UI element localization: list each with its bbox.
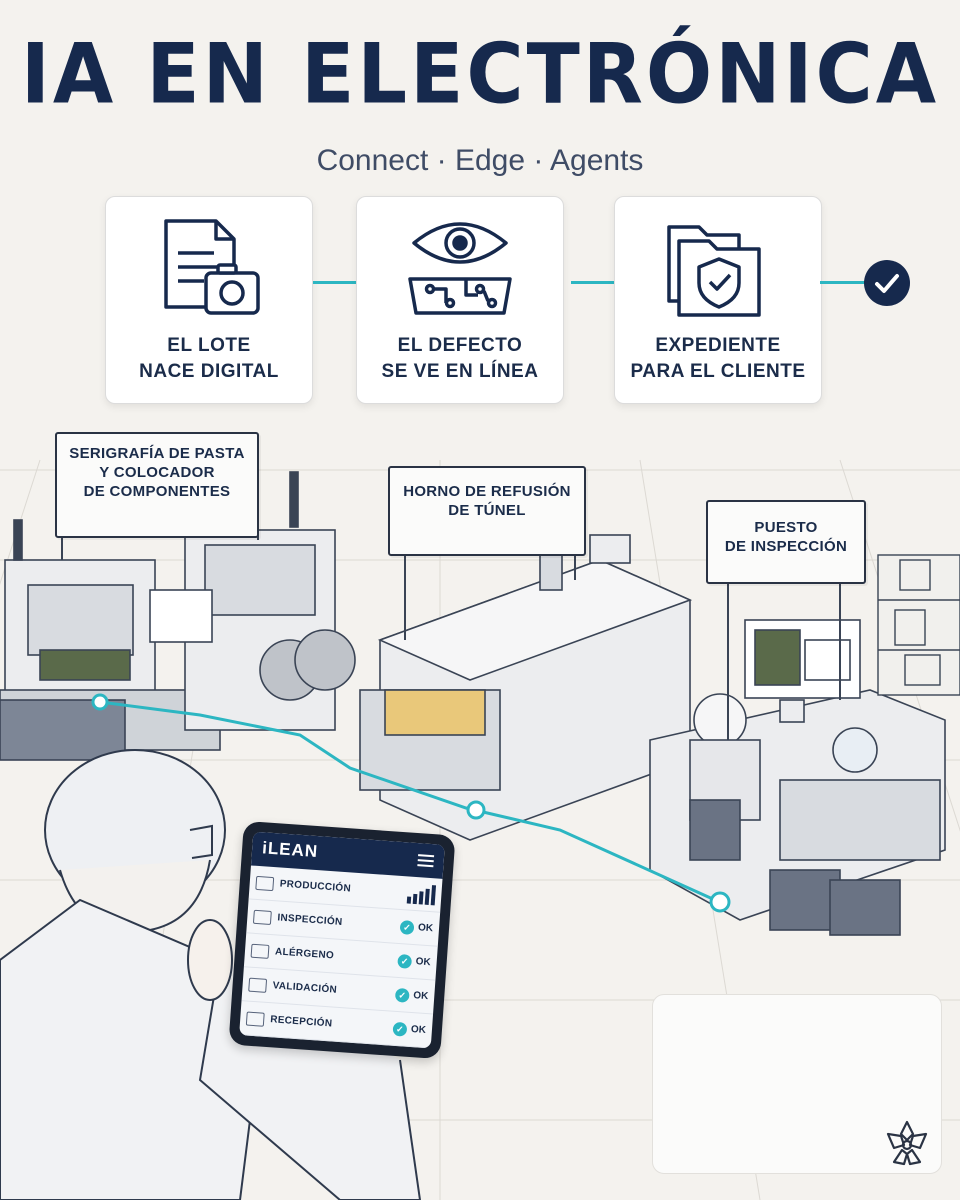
step-label: EL LOTE NACE DIGITAL [139, 335, 279, 382]
blank-panel [652, 994, 942, 1174]
ok-badge: ✓OK [394, 987, 429, 1003]
page-subtitle: Connect · Edge · Agents [316, 144, 644, 177]
menu-icon[interactable] [417, 854, 435, 870]
production-bar-chart [406, 883, 437, 905]
factory-icon [255, 875, 275, 891]
step-card-defecto-linea: EL DEFECTO SE VE EN LÍNEA [356, 196, 564, 404]
eye-circuit-icon [400, 215, 520, 324]
step-label: EL DEFECTO SE VE EN LÍNEA [381, 335, 539, 382]
printer-machine [0, 471, 356, 761]
app-brand: iLEAN [261, 838, 319, 862]
tablet-device[interactable]: iLEAN PRODUCCIÓN INSPECCIÓN ✓OK ALÉRGENO… [228, 820, 456, 1060]
check-circle-icon [864, 260, 910, 306]
production-bar [430, 884, 437, 905]
production-bar [424, 888, 430, 905]
allergen-icon [250, 943, 270, 959]
ok-badge: ✓OK [397, 953, 431, 969]
data-flow-line [99, 700, 716, 902]
step-card-lote-digital: EL LOTE NACE DIGITAL [105, 196, 313, 404]
step-connector [313, 281, 356, 284]
step-card-expediente-cliente: EXPEDIENTE PARA EL CLIENTE [614, 196, 822, 404]
production-bar [412, 893, 418, 904]
reflow-oven [359, 519, 693, 841]
production-bar [418, 890, 424, 905]
storage-shelf [877, 554, 960, 696]
step-connector [820, 281, 865, 284]
ok-badge: ✓OK [399, 919, 434, 936]
shield-icon [252, 909, 272, 925]
station-sign-serigrafia: SERIGRAFÍA DE PASTA Y COLOCADOR DE COMPO… [55, 432, 259, 538]
production-bar [406, 895, 412, 904]
station-sign-inspeccion: PUESTO DE INSPECCIÓN [706, 500, 866, 584]
step-connector [571, 281, 614, 284]
flower-logo-icon [882, 1118, 932, 1172]
page-title: IA EN ELECTRÓNICA [20, 27, 940, 123]
validation-icon [248, 977, 268, 993]
tablet-screen: iLEAN PRODUCCIÓN INSPECCIÓN ✓OK ALÉRGENO… [239, 831, 445, 1049]
step-label: EXPEDIENTE PARA EL CLIENTE [630, 335, 806, 382]
ok-badge: ✓OK [392, 1021, 426, 1037]
folder-shield-icon [663, 215, 773, 324]
inspection-desk [649, 560, 946, 936]
station-sign-horno: HORNO DE REFUSIÓN DE TÚNEL [388, 466, 586, 556]
truck-icon [245, 1011, 265, 1027]
document-camera-icon [154, 215, 264, 324]
